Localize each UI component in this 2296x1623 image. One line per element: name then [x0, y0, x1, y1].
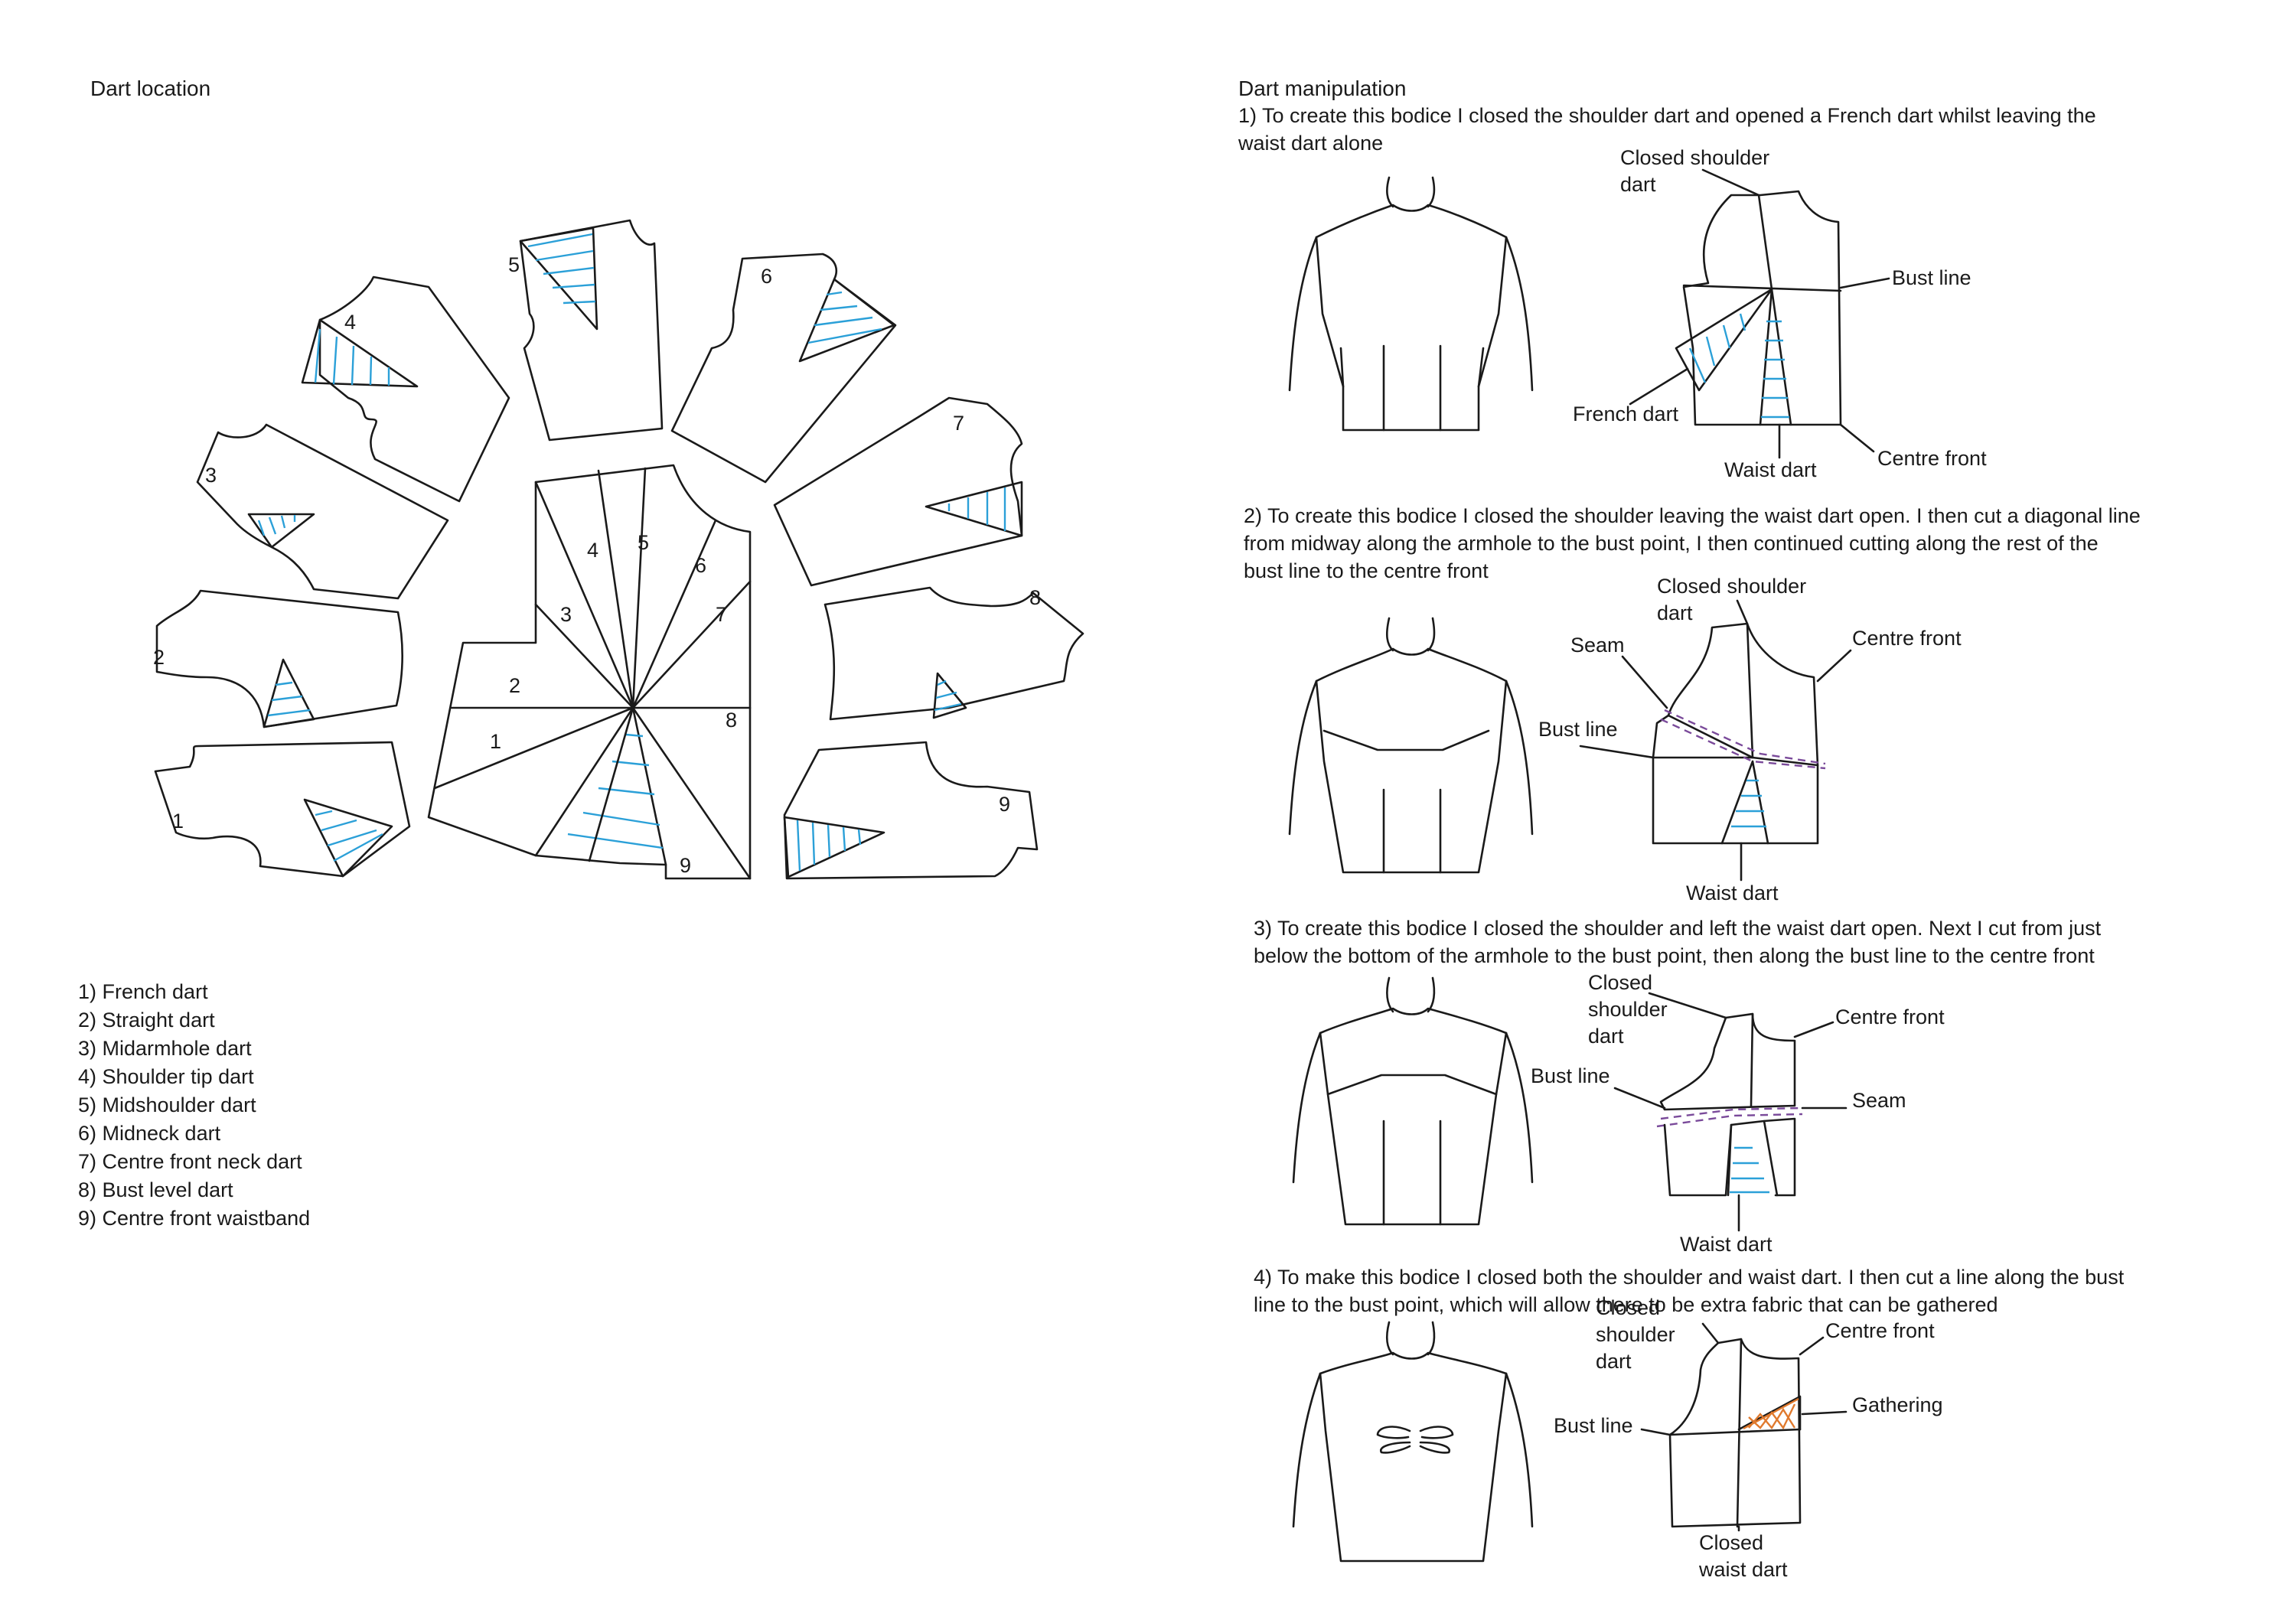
- central-bodice-wheel: 1 2 3 4 5 6 7 8 9: [427, 464, 752, 880]
- bodice-piece-9-centre-front-waistband: 9: [783, 741, 1039, 880]
- step-3-label-centre-front: Centre front: [1835, 1005, 1945, 1028]
- piece-number-3: 3: [205, 464, 217, 487]
- step-1-label-french-dart: French dart: [1573, 402, 1679, 425]
- wheel-number-6: 6: [695, 554, 706, 577]
- step-3-label-closed-shoulder-1: Closed: [1588, 971, 1652, 994]
- step-3-bodice-illustration: [1292, 976, 1534, 1226]
- bodice-piece-5-midshoulder-dart: 5: [508, 219, 664, 442]
- piece-number-4: 4: [344, 311, 356, 334]
- step-3-pattern-block: [1656, 1012, 1803, 1197]
- legend-item-1: 1) French dart: [78, 980, 208, 1003]
- step-4-label-closed-shoulder-1: Closed: [1596, 1296, 1660, 1319]
- step-3-label-bust-line: Bust line: [1531, 1064, 1610, 1087]
- step-3-label-closed-shoulder-3: dart: [1588, 1025, 1624, 1048]
- step-1-text-line-2: waist dart alone: [1238, 132, 1383, 155]
- legend-item-6: 6) Midneck dart: [78, 1122, 221, 1145]
- step-4-text-line-1: 4) To make this bodice I closed both the…: [1254, 1266, 2125, 1289]
- bodice-piece-1-french-dart: 1: [154, 741, 411, 878]
- step-2-label-closed-shoulder-1: Closed shoulder: [1657, 575, 1806, 598]
- wheel-number-5: 5: [638, 531, 649, 554]
- step-1-bodice-illustration: [1288, 176, 1534, 432]
- wheel-number-3: 3: [560, 603, 572, 626]
- step-4-bodice-illustration: [1292, 1321, 1534, 1563]
- legend-item-9: 9) Centre front waistband: [78, 1207, 310, 1230]
- step-4-label-closed-waist-1: Closed: [1699, 1531, 1763, 1554]
- step-2-text-line-2: from midway along the armhole to the bus…: [1244, 532, 2099, 555]
- step-4-text-line-2: line to the bust point, which will allow…: [1254, 1293, 1998, 1316]
- piece-number-9: 9: [999, 793, 1010, 816]
- step-1-label-closed-shoulder-1: Closed shoulder: [1620, 146, 1769, 169]
- legend-item-2: 2) Straight dart: [78, 1009, 215, 1031]
- piece-number-6: 6: [761, 265, 772, 288]
- step-1-label-waist-dart: Waist dart: [1724, 458, 1817, 481]
- piece-number-5: 5: [508, 253, 520, 276]
- bodice-piece-6-midneck-dart: 6: [670, 253, 897, 484]
- bodice-piece-8-bust-level-dart: 8: [823, 586, 1084, 721]
- step-2-text-line-3: bust line to the centre front: [1244, 559, 1489, 582]
- step-3-label-waist-dart: Waist dart: [1680, 1233, 1773, 1256]
- step-2-label-centre-front: Centre front: [1852, 627, 1962, 650]
- legend-item-8: 8) Bust level dart: [78, 1178, 233, 1201]
- wheel-number-1: 1: [490, 730, 501, 753]
- piece-number-7: 7: [953, 412, 964, 435]
- wheel-dart-9-hatch: [534, 706, 667, 866]
- wheel-number-9: 9: [680, 854, 691, 877]
- wheel-number-4: 4: [587, 539, 598, 562]
- step-2-label-seam: Seam: [1570, 634, 1625, 657]
- step-3-text-line-1: 3) To create this bodice I closed the sh…: [1254, 917, 2102, 940]
- step-4: 4) To make this bodice I closed both the…: [1254, 1266, 2125, 1581]
- step-1-label-centre-front: Centre front: [1877, 447, 1987, 470]
- step-3-label-seam: Seam: [1852, 1089, 1906, 1112]
- step-1-label-bust-line: Bust line: [1892, 266, 1971, 289]
- dart-legend: 1) French dart 2) Straight dart 3) Midar…: [78, 980, 310, 1230]
- step-3: 3) To create this bodice I closed the sh…: [1254, 917, 2102, 1256]
- step-1-label-closed-shoulder-2: dart: [1620, 173, 1656, 196]
- step-4-label-closed-shoulder-2: shoulder: [1596, 1323, 1675, 1346]
- bodice-piece-2-straight-dart: 2: [153, 589, 404, 728]
- bodice-piece-4-shoulder-tip-dart: 4: [301, 275, 510, 503]
- piece-number-2: 2: [153, 646, 165, 669]
- step-2-label-waist-dart: Waist dart: [1686, 882, 1779, 904]
- step-4-label-centre-front: Centre front: [1825, 1319, 1935, 1342]
- step-3-text-line-2: below the bottom of the armhole to the b…: [1254, 944, 2095, 967]
- step-2-label-closed-shoulder-2: dart: [1657, 601, 1693, 624]
- legend-item-7: 7) Centre front neck dart: [78, 1150, 302, 1173]
- wheel-number-2: 2: [509, 674, 520, 697]
- bodice-piece-7-centre-front-neck-dart: 7: [773, 396, 1023, 587]
- step-2-pattern-block: [1652, 622, 1826, 845]
- step-2: 2) To create this bodice I closed the sh…: [1244, 504, 2141, 904]
- step-4-label-gathering: Gathering: [1852, 1393, 1943, 1416]
- step-2-label-bust-line: Bust line: [1538, 718, 1618, 741]
- step-4-label-closed-waist-2: waist dart: [1698, 1558, 1788, 1581]
- step-4-label-closed-shoulder-3: dart: [1596, 1350, 1632, 1373]
- step-1-text-line-1: 1) To create this bodice I closed the sh…: [1238, 104, 2096, 127]
- step-3-label-closed-shoulder-2: shoulder: [1588, 998, 1668, 1021]
- step-2-text-line-1: 2) To create this bodice I closed the sh…: [1244, 504, 2141, 527]
- dart-manipulation-title: Dart manipulation: [1238, 77, 1406, 100]
- wheel-number-8: 8: [726, 709, 737, 732]
- step-4-label-bust-line: Bust line: [1554, 1414, 1633, 1437]
- dart-location-title: Dart location: [90, 77, 210, 100]
- step-1: 1) To create this bodice I closed the sh…: [1238, 104, 2096, 481]
- legend-item-5: 5) Midshoulder dart: [78, 1093, 256, 1116]
- bodice-piece-3-midarmhole-dart: 3: [196, 423, 449, 600]
- step-1-pattern-block: [1675, 190, 1842, 426]
- piece-number-8: 8: [1029, 586, 1041, 609]
- step-2-bodice-illustration: [1288, 617, 1534, 874]
- piece-number-1: 1: [172, 810, 184, 833]
- wheel-number-7: 7: [716, 603, 727, 626]
- step-4-pattern-block: [1668, 1338, 1802, 1528]
- legend-item-4: 4) Shoulder tip dart: [78, 1065, 254, 1088]
- legend-item-3: 3) Midarmhole dart: [78, 1037, 252, 1060]
